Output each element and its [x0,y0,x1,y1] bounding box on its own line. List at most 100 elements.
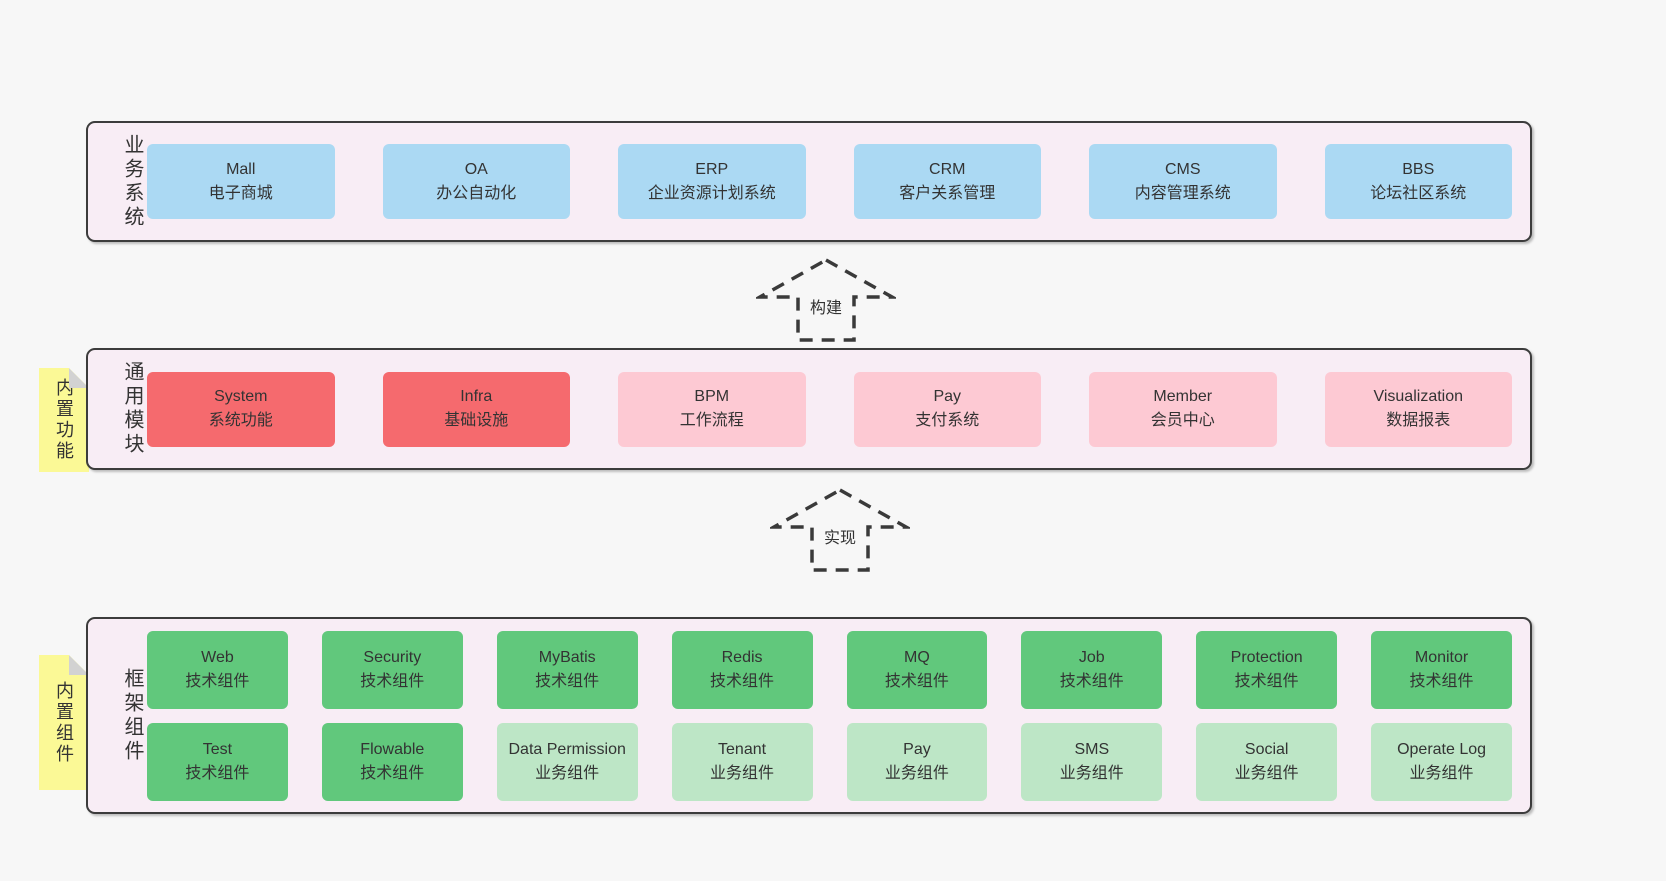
box-subtitle: 业务组件 [1059,764,1124,782]
sticky-label: 内置功能 [54,378,74,462]
box-subtitle: 客户关系管理 [899,184,996,202]
box-subtitle: 技术组件 [710,672,775,690]
box-subtitle: 业务组件 [884,764,949,782]
box-monitor: Monitor 技术组件 [1371,630,1512,709]
layer-common-modules: 通用模块 System 系统功能 Infra 基础设施 BPM 工作流程 Pay… [86,348,1532,470]
box-title: Test [202,740,233,758]
layer-label-components: 框架组件 [121,667,143,764]
box-title: Social [1244,740,1289,758]
box-redis: Redis 技术组件 [671,630,813,709]
box-title: ERP [695,160,729,178]
box-title: Tenant [718,740,767,758]
components-box-area: Web 技术组件 Security 技术组件 MyBatis 技术组件 Redi… [147,630,1530,801]
components-row-2: Test 技术组件 Flowable 技术组件 Data Permission … [147,722,1512,801]
box-pay-component: Pay 业务组件 [846,722,988,801]
box-bbs: BBS 论坛社区系统 [1324,144,1512,219]
box-title: MyBatis [538,648,596,666]
box-title: Flowable [360,740,425,758]
box-title: Data Permission [508,740,626,758]
box-title: Protection [1230,648,1303,666]
box-subtitle: 技术组件 [360,764,425,782]
box-title: Pay [933,388,962,405]
box-tenant: Tenant 业务组件 [671,722,813,801]
up-arrow-icon [756,257,896,342]
box-subtitle: 技术组件 [1059,672,1124,690]
box-subtitle: 电子商城 [208,184,273,202]
box-cms: CMS 内容管理系统 [1089,144,1277,219]
box-pay-module: Pay 支付系统 [853,371,1041,447]
box-operate-log: Operate Log 业务组件 [1371,722,1512,801]
box-web: Web 技术组件 [147,630,288,709]
up-arrow-icon [770,487,910,572]
box-subtitle: 技术组件 [185,672,250,690]
box-title: OA [464,160,488,178]
box-subtitle: 技术组件 [360,672,425,690]
box-protection: Protection 技术组件 [1196,630,1338,709]
box-subtitle: 系统功能 [208,412,273,429]
layer-label-modules: 通用模块 [121,361,143,457]
box-mall: Mall 电子商城 [147,144,335,219]
box-job: Job 技术组件 [1021,630,1163,709]
box-flowable: Flowable 技术组件 [321,722,463,801]
box-title: Member [1153,388,1213,405]
box-mq: MQ 技术组件 [846,630,988,709]
box-oa: OA 办公自动化 [382,144,570,219]
box-title: Redis [721,648,763,666]
box-subtitle: 技术组件 [185,764,250,782]
box-subtitle: 内容管理系统 [1134,184,1231,202]
box-subtitle: 企业资源计划系统 [647,184,776,202]
box-data-permission: Data Permission 业务组件 [496,722,638,801]
box-subtitle: 技术组件 [535,672,600,690]
box-subtitle: 工作流程 [679,412,744,429]
box-subtitle: 会员中心 [1150,412,1215,429]
business-box-area: Mall 电子商城 OA 办公自动化 ERP 企业资源计划系统 CRM 客户关系… [147,144,1530,219]
box-subtitle: 技术组件 [1409,672,1474,690]
arrow-implement-label: 实现 [820,523,860,549]
box-member: Member 会员中心 [1089,371,1277,447]
box-erp: ERP 企业资源计划系统 [618,144,806,219]
components-row-1: Web 技术组件 Security 技术组件 MyBatis 技术组件 Redi… [147,630,1512,709]
box-subtitle: 办公自动化 [436,184,517,202]
box-subtitle: 支付系统 [915,412,980,429]
box-bpm: BPM 工作流程 [618,371,806,447]
arrow-build: 构建 [756,257,896,343]
sticky-note-built-in-components: 内置组件 [39,655,89,790]
box-title: CRM [929,160,966,178]
box-sms: SMS 业务组件 [1021,722,1163,801]
box-crm: CRM 客户关系管理 [853,144,1041,219]
box-title: Operate Log [1397,740,1487,758]
box-title: Security [363,648,422,666]
layer-framework-components: 框架组件 Web 技术组件 Security 技术组件 MyBatis 技术组件… [86,617,1532,814]
box-visualization: Visualization 数据报表 [1324,371,1512,447]
layer-label-business: 业务系统 [121,133,143,230]
box-title: Infra [460,388,493,405]
box-subtitle: 业务组件 [1409,764,1474,782]
box-subtitle: 业务组件 [535,764,600,782]
box-title: Pay [903,740,931,758]
arrow-build-label: 构建 [806,293,846,319]
layer-business-systems: 业务系统 Mall 电子商城 OA 办公自动化 ERP 企业资源计划系统 CRM… [86,121,1532,242]
sticky-label: 内置组件 [54,680,74,765]
box-title: Job [1078,648,1105,666]
sticky-note-built-in-functions: 内置功能 [39,368,89,472]
box-social: Social 业务组件 [1196,722,1338,801]
box-subtitle: 数据报表 [1386,412,1451,429]
box-subtitle: 业务组件 [710,764,775,782]
box-subtitle: 业务组件 [1234,764,1299,782]
box-infra: Infra 基础设施 [382,371,570,447]
box-title: BPM [694,388,730,405]
box-mybatis: MyBatis 技术组件 [496,630,638,709]
box-title: System [214,388,268,405]
box-title: CMS [1164,160,1201,178]
box-system: System 系统功能 [147,371,335,447]
box-title: Web [201,648,234,666]
box-title: BBS [1402,160,1435,178]
arrow-implement: 实现 [770,487,910,573]
box-subtitle: 基础设施 [444,412,509,429]
box-title: Mall [226,160,256,178]
box-subtitle: 论坛社区系统 [1370,184,1467,202]
box-subtitle: 技术组件 [884,672,949,690]
modules-box-area: System 系统功能 Infra 基础设施 BPM 工作流程 Pay 支付系统… [147,371,1530,447]
box-title: Monitor [1414,648,1469,666]
box-title: Visualization [1373,388,1464,405]
